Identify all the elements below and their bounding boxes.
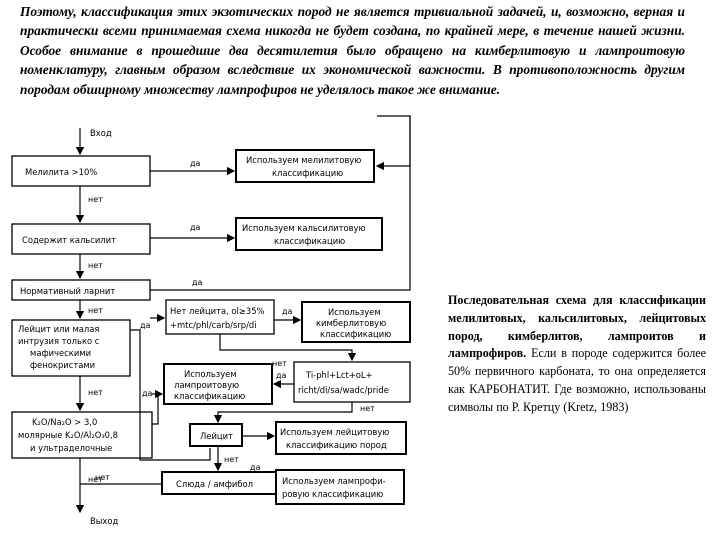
decision-leucite-intrusion-l2: интрузия только с [18, 336, 100, 346]
decision-ti-phl [293, 361, 411, 403]
yes-label-7: да [142, 389, 153, 398]
result-lamproite [163, 363, 273, 405]
no-label-8: нет [224, 455, 239, 464]
result-melilite-l2: классификацию [272, 168, 343, 178]
result-kalsilite [235, 217, 383, 251]
decision-leucite [189, 423, 243, 447]
result-kalsilite-l2: классификацию [274, 236, 345, 246]
intro-paragraph: Поэтому, классификация этих экзотических… [20, 4, 685, 97]
result-leucite-l2: классификацию пород [286, 440, 387, 450]
decision-no-leucite-l2: +mtc/phl/carb/srp/di [170, 320, 257, 330]
result-lamprophyre [275, 469, 405, 505]
decision-mica-text: Слюда / амфибол [176, 479, 253, 489]
result-leucite-l1: Используем лейцитовую [280, 427, 389, 437]
no-line-ti-phl [213, 402, 353, 424]
yes-label-6: да [276, 371, 287, 380]
result-lamproite-l2: лампроитовую [174, 380, 239, 390]
yes-label-8: да [250, 463, 261, 472]
k2o-link [152, 394, 159, 425]
result-leucite [275, 421, 407, 455]
no-label-5: нет [88, 475, 103, 484]
figure-caption: Последовательная схема для классификации… [448, 292, 706, 417]
result-melilite [235, 149, 375, 183]
yes-label-3: да [192, 278, 203, 287]
decision-kalsilite [11, 223, 151, 255]
decision-k2o-l3: и ультраделочные [30, 443, 112, 453]
decision-no-leucite-l1: Нет лейцита, ol≥35% [170, 306, 265, 316]
no-label-4: нет [88, 388, 103, 397]
yes-label-2: да [190, 223, 201, 232]
start-label: Вход [90, 128, 112, 138]
result-kimberlite-l1: Используем [328, 307, 381, 317]
decision-no-leucite [165, 299, 275, 335]
decision-ti-phl-l1: Ti-phl+Lct+oL+ [305, 370, 373, 380]
result-kimberlite-l3: классификацию [320, 329, 391, 339]
decision-leucite-text: Лейцит [200, 431, 233, 441]
result-kimberlite [301, 301, 411, 343]
decision-leucite-intrusion-l4: фенокристами [30, 360, 95, 370]
yes-line-leucite-intrusion [130, 329, 211, 461]
decision-k2o-l2: молярные K₂O/Al₂O₃0,8 [18, 430, 118, 440]
result-lamproite-l1: Используем [184, 369, 237, 379]
caption-title: Последовательная схема для классификации… [448, 293, 706, 361]
result-kalsilite-l1: Используем кальсилитовую [242, 223, 366, 233]
decision-leucite-intrusion [11, 319, 131, 377]
yes-line-larnite [150, 115, 411, 291]
no-label-3: нет [88, 306, 103, 315]
result-lamprophyre-l2: ровую классификацию [282, 489, 383, 499]
decision-ti-phl-l2: richt/di/sa/wadc/pride [298, 385, 389, 395]
no-line-no-leucite [219, 334, 357, 362]
result-melilite-l1: Используем мелилитовую [246, 155, 361, 165]
decision-larnite-text: Нормативный ларнит [20, 286, 115, 296]
no-label-1: нет [88, 195, 103, 204]
result-kimberlite-l2: кимберлитовую [316, 318, 386, 328]
yes-label-1: да [190, 159, 201, 168]
decision-leucite-intrusion-l1: Лейцит или малая [18, 324, 99, 334]
caption-body: Если в породе содержится более 50% перви… [448, 346, 706, 414]
yes-label-5: да [282, 307, 293, 316]
no-label-2: нет [88, 261, 103, 270]
decision-kalsilite-text: Содержит кальсилит [22, 235, 116, 245]
no-label-9: нет [95, 473, 110, 482]
result-lamproite-l3: классификацию [174, 391, 245, 401]
end-label: Выход [90, 516, 118, 526]
decision-leucite-intrusion-l3: мафическими [30, 348, 91, 358]
decision-k2o-l1: K₂O/Na₂O > 3,0 [32, 417, 97, 427]
decision-melilite-text: Мелилита >10% [25, 167, 97, 177]
no-label-6: нет [272, 359, 287, 368]
yes-label-4: да [140, 321, 151, 330]
no-label-7: нет [360, 404, 375, 413]
decision-k2o [11, 411, 153, 459]
result-lamprophyre-l1: Используем лампрофи- [282, 476, 386, 486]
